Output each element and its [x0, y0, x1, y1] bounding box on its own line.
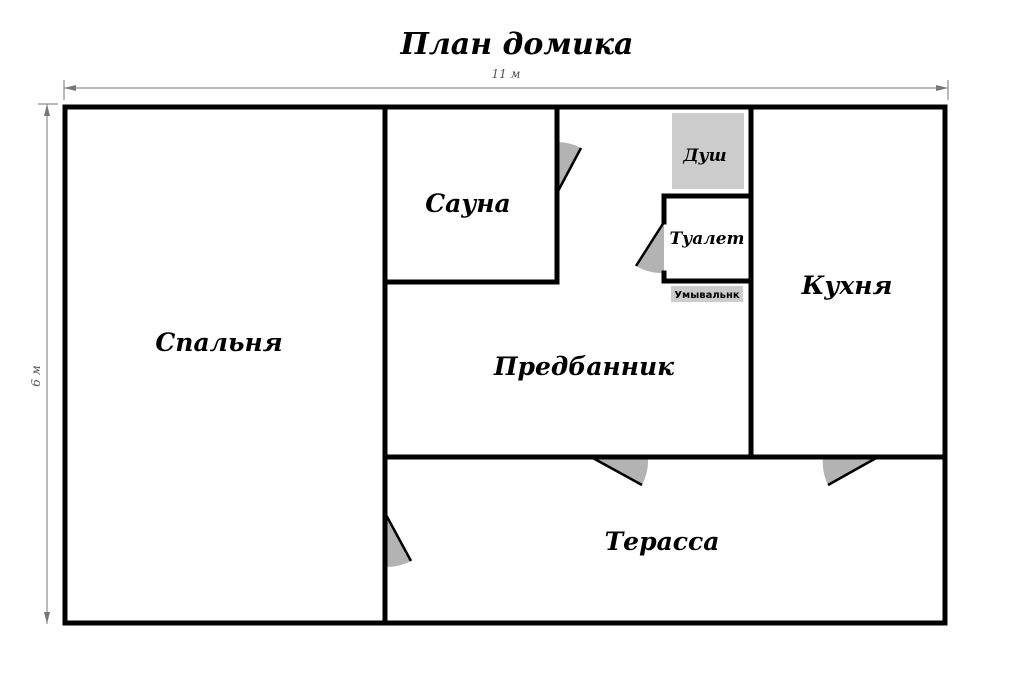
room-label-anteroom: Предбанник [493, 352, 675, 381]
room-label-toilet: Туалет [669, 229, 744, 249]
height-arrow-top [44, 104, 50, 116]
door-anteroom-leaf [590, 455, 643, 487]
room-label-terrace: Терасса [605, 527, 720, 556]
shower-area [672, 113, 744, 189]
height-dimension-label: 6 м [29, 365, 43, 386]
door-bedroom-leaf [383, 512, 413, 562]
room-label-bedroom: Спальня [155, 328, 282, 357]
room-label-washbasin: Умывальнк [674, 290, 740, 301]
room-label-kitchen: Кухня [801, 271, 893, 300]
height-arrow-bottom [44, 612, 50, 624]
door-toilet [634, 221, 666, 274]
room-label-shower: Душ [682, 146, 726, 166]
room-label-sauna: Сауна [425, 189, 510, 218]
door-sauna-leaf [555, 147, 583, 194]
washbasin-area [671, 286, 743, 302]
door-sauna [555, 142, 583, 194]
door-kitchen-leaf [827, 455, 879, 487]
door-bedroom [383, 512, 413, 568]
door-anteroom [590, 455, 649, 487]
width-dimension: 11 м [63, 67, 949, 100]
width-arrow-right [936, 85, 948, 91]
width-arrow-left [64, 85, 76, 91]
outer-wall [62, 104, 948, 626]
door-kitchen [822, 455, 879, 487]
width-dimension-label: 11 м [491, 67, 520, 81]
plan-title: План домика [400, 27, 634, 62]
walls [62, 104, 948, 626]
height-dimension: 6 м [29, 103, 58, 624]
door-toilet-leaf [634, 221, 666, 267]
